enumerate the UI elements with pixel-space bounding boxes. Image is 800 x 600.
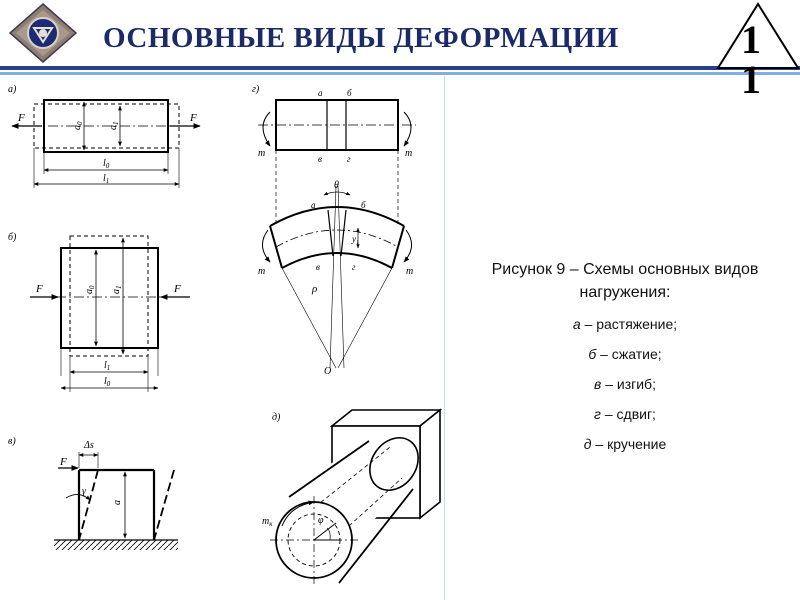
figure-g-angle: θ [334,180,339,191]
figure-g-tag: г) [252,84,260,95]
figure-g-bent-point-a: а [311,200,316,210]
figure-g-bent-moment-right: m [406,266,413,277]
figure-v-shear: в) Δs F γ a [8,436,178,550]
slide-header: ОСНОВНЫЕ ВИДЫ ДЕФОРМАЦИИ 1 1 [0,0,800,100]
figure-b-force-right: F [173,283,181,295]
header-rule-light [0,72,800,75]
figure-g-y: y1 [351,234,359,246]
figure-g-moment-right: m [405,148,412,159]
figure-v-force: F [59,456,67,468]
caption-item-v: в – изгиб; [594,376,656,392]
figure-v-tag: в) [8,436,16,447]
header-rule [0,66,800,70]
figure-d-moment: mк [262,516,273,528]
figure-caption: Рисунок 9 – Схемы основных видов нагруже… [460,258,790,454]
figure-g-moment-left: m [258,148,265,159]
figure-b-original-outline [69,235,149,357]
slide-title: ОСНОВНЫЕ ВИДЫ ДЕФОРМАЦИИ [103,22,619,54]
figure-v-delta-s: Δs [83,440,94,451]
figure-b-dim-l1: l1 [104,360,110,372]
triangle-badge-icon [716,2,800,69]
figure-g-point-v: в [318,154,322,164]
figure-a-dim-a0: a0 [72,121,84,130]
figure-a-dim-a1: a1 [108,122,120,131]
figure-a-tension: а) F F a0 a1 l0 l1 [8,84,201,188]
figure-a-dim-l0: l0 [103,158,110,170]
caption-item-g: г – сдвиг; [594,406,656,422]
caption-item-d: д – кручение [583,436,667,452]
figure-g-bent-point-g: г [352,262,356,272]
figure-a-dim-l1: l1 [103,173,109,185]
figure-a-force-left: F [17,112,25,124]
figure-g-point-a: а [318,88,323,98]
figure-a-tag: а) [8,84,17,95]
caption-item-b: б – сжатие; [588,346,662,362]
figure-a-stretched-outline [33,103,180,149]
figure-g-curved-top [269,206,405,227]
figure-g-bending: г) а б в г m m θ а б в г y1 m [252,84,416,377]
figure-b-dim-a0: a0 [84,285,96,294]
figure-g-bent-point-b: б [361,200,366,210]
figure-v-angle: γ [82,486,87,497]
figure-g-bent-point-v: в [316,262,320,272]
figure-a-force-right: F [189,112,197,124]
figure-d-torsion: д) φ mк [262,408,443,584]
figure-d-tag: д) [272,412,281,423]
column-separator [444,76,445,600]
figure-b-dim-a1: a1 [111,286,123,295]
figure-g-bent-moment-left: m [258,266,265,277]
slide-number-top: 1 [741,17,761,62]
figure-g-radius: ρ [311,283,317,295]
figure-g-point-b: б [347,88,352,98]
slide-number: 1 1 [733,20,769,100]
figure-b-block [60,247,159,349]
figure-g-point-g: г [347,154,351,164]
figure-v-side: a [112,500,123,505]
figure-b-tag: б) [8,232,17,243]
caption-item-a: а – растяжение; [572,316,678,332]
figure-d-angle: φ [318,515,324,526]
deformation-figures: а) F F a0 a1 l0 l1 б) F F a0 a1 [8,84,443,584]
slide-number-bottom: 1 [741,57,761,102]
caption-main: Рисунок 9 – Схемы основных видов нагруже… [491,261,759,301]
emblem-logo [8,3,78,63]
figure-b-force-left: F [35,283,43,295]
figure-g-center: О [324,366,331,377]
figure-b-compression: б) F F a0 a1 l1 l0 [8,232,190,392]
figure-g-curved-bottom [281,252,393,269]
figure-b-dim-l0: l0 [104,376,111,388]
